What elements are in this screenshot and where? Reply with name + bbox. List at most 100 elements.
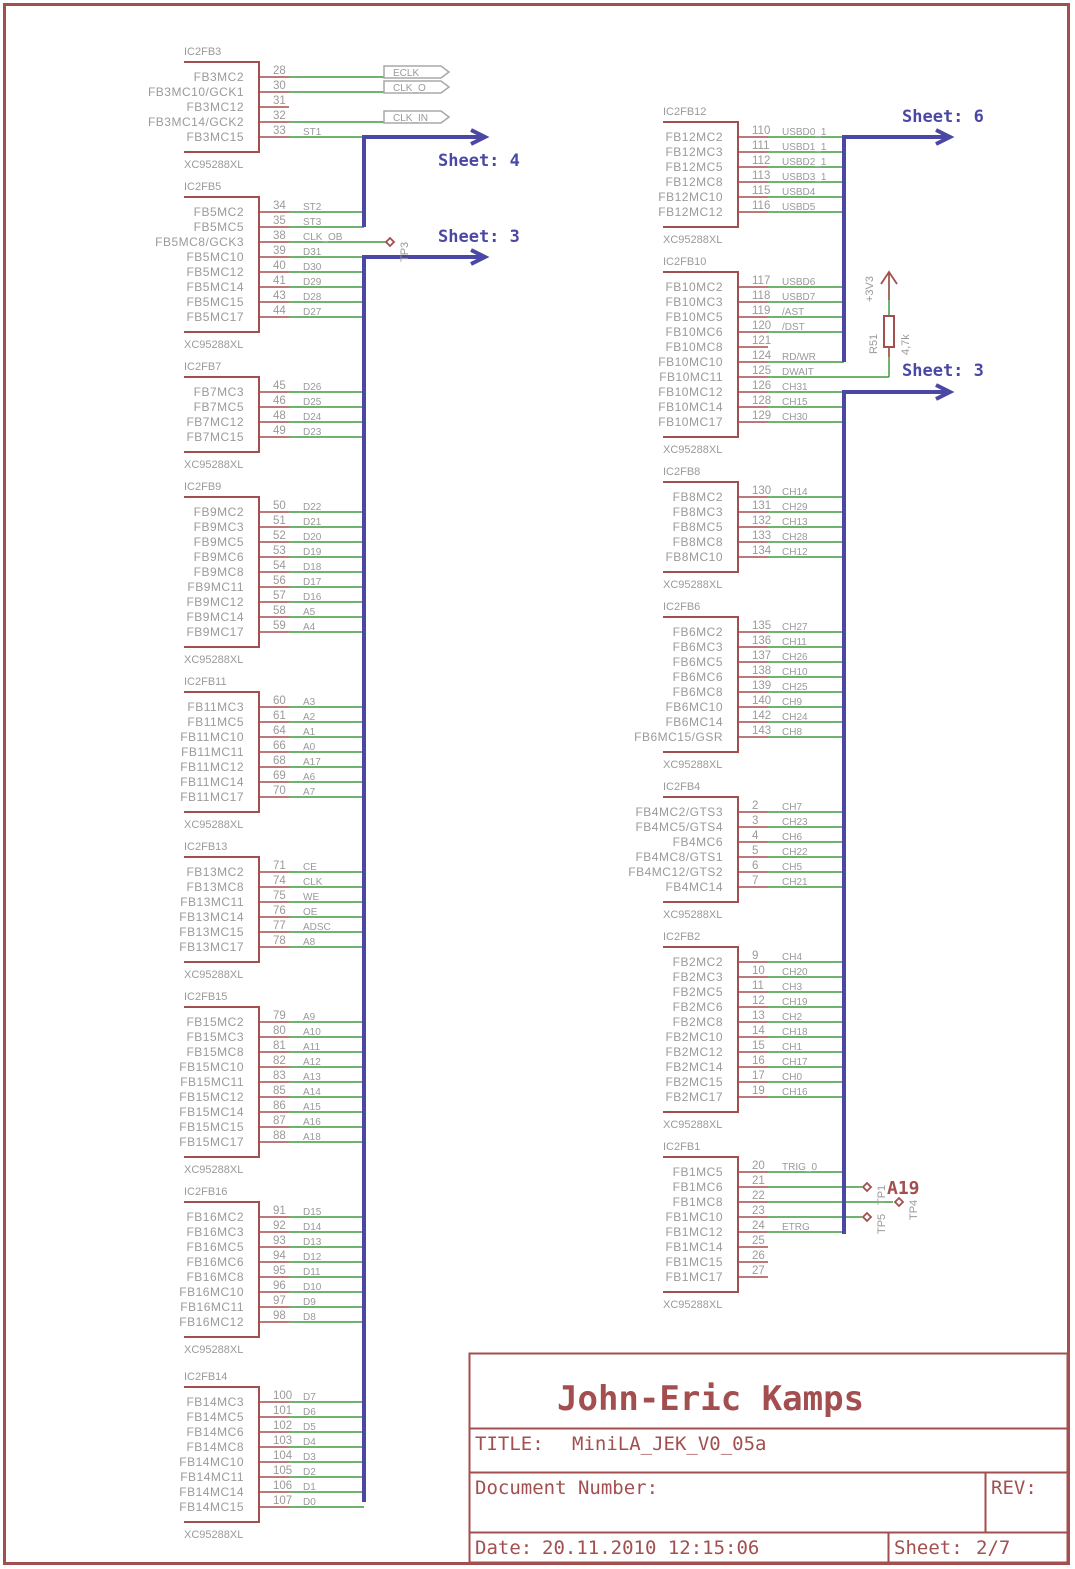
pin-name: FB3MC14/GCK2	[148, 115, 244, 129]
bus-right-sheet6[interactable]	[842, 135, 950, 362]
pin-number: 103	[273, 1435, 292, 1447]
signal-port-clk-in[interactable]: CLK_IN	[383, 110, 451, 124]
ic-reference: IC2FB13	[184, 841, 227, 853]
testpoint-icon	[861, 1211, 873, 1223]
pin-name: FB2MC10	[665, 1030, 723, 1044]
pin-number: 116	[752, 200, 770, 212]
pin-name: FB4MC8/GTS1	[635, 850, 723, 864]
pin-number: 101	[273, 1405, 292, 1417]
bus-lines	[362, 128, 955, 1502]
ic-reference: IC2FB7	[184, 361, 221, 373]
testpoint-tp3[interactable]: TP3	[384, 236, 411, 262]
net-label: D27	[303, 307, 322, 318]
net-label: RD/WR	[782, 352, 816, 363]
pin-name: FB4MC12/GTS2	[628, 865, 723, 879]
ic-reference: IC2FB3	[184, 46, 221, 58]
pin-number: 130	[752, 485, 771, 497]
pin-name: FB13MC8	[186, 880, 244, 894]
ic-body-outline	[663, 616, 739, 753]
testpoint-tp1[interactable]: TP1	[861, 1181, 888, 1205]
pin-name: FB5MC10	[186, 250, 244, 264]
port-label: ECLK	[393, 68, 419, 79]
pin-number: 117	[752, 275, 770, 287]
ic-part-value: XC95288XL	[184, 1164, 243, 1176]
net-label: A17	[303, 757, 321, 768]
pin-number: 102	[273, 1420, 292, 1432]
ic-body-outline	[663, 946, 739, 1113]
net-label: CH14	[782, 487, 808, 498]
signal-port-eclk[interactable]: ECLK	[383, 65, 451, 79]
net-label: USBD3_1	[782, 172, 827, 183]
bus-left-sheet4[interactable]	[362, 135, 485, 227]
net-label: D2	[303, 1467, 316, 1478]
signal-port-clk-o[interactable]: CLK_O	[383, 80, 451, 94]
pin-name: FB13MC11	[180, 895, 244, 909]
pin-number: 69	[273, 770, 286, 782]
pin-number: 7	[752, 875, 758, 887]
pin-number: 13	[752, 1010, 765, 1022]
pin-number: 112	[752, 155, 770, 167]
net-label: A8	[303, 937, 316, 948]
ic-body-outline	[663, 271, 739, 438]
net-label: CLK	[303, 877, 323, 888]
net-label: CE	[303, 862, 317, 873]
pin-number: 30	[273, 80, 286, 92]
pin-name: FB13MC14	[179, 910, 244, 924]
sheet-ref-left-bottom[interactable]: Sheet: 3	[438, 227, 520, 247]
pin-number: 41	[273, 275, 286, 287]
bus-right-sheet3[interactable]	[842, 390, 950, 1234]
supply-label: +3V3	[864, 276, 876, 302]
pin-name: FB14MC5	[186, 1410, 244, 1424]
pin-name: FB2MC12	[665, 1045, 723, 1059]
sheet-ref-right-top[interactable]: Sheet: 6	[902, 107, 984, 127]
resistor-r51[interactable]	[880, 270, 898, 377]
ic-reference: IC2FB10	[663, 256, 706, 268]
testpoint-tp5[interactable]: TP5	[861, 1211, 888, 1234]
net-label: D29	[303, 277, 322, 288]
pin-number: 58	[273, 605, 286, 617]
pin-name: FB9MC3	[194, 520, 244, 534]
pin-number: 71	[273, 860, 286, 872]
pin-number: 50	[273, 500, 286, 512]
net-label: A18	[303, 1132, 321, 1143]
bus-left-sheet3[interactable]	[362, 255, 485, 1502]
pin-name: FB6MC2	[673, 625, 723, 639]
pin-number: 95	[273, 1265, 286, 1277]
pin-name: FB13MC15	[179, 925, 244, 939]
pin-name: FB10MC17	[658, 415, 723, 429]
sheet-ref-right-bottom[interactable]: Sheet: 3	[902, 361, 984, 381]
pin-name: FB14MC8	[186, 1440, 244, 1454]
pin-number: 121	[752, 335, 771, 347]
pin-name: FB3MC10/GCK1	[148, 85, 244, 99]
testpoint-tp4[interactable]: TP4	[893, 1196, 920, 1220]
pin-number: 106	[273, 1480, 292, 1492]
sheet-ref-left-top[interactable]: Sheet: 4	[438, 151, 520, 171]
pin-number: 104	[273, 1450, 293, 1462]
pin-name: FB14MC11	[180, 1470, 244, 1484]
pin-name: FB15MC14	[179, 1105, 244, 1119]
net-label: CH31	[782, 382, 808, 393]
ic-part-value: XC95288XL	[663, 1119, 722, 1131]
pin-name: FB16MC3	[186, 1225, 244, 1239]
